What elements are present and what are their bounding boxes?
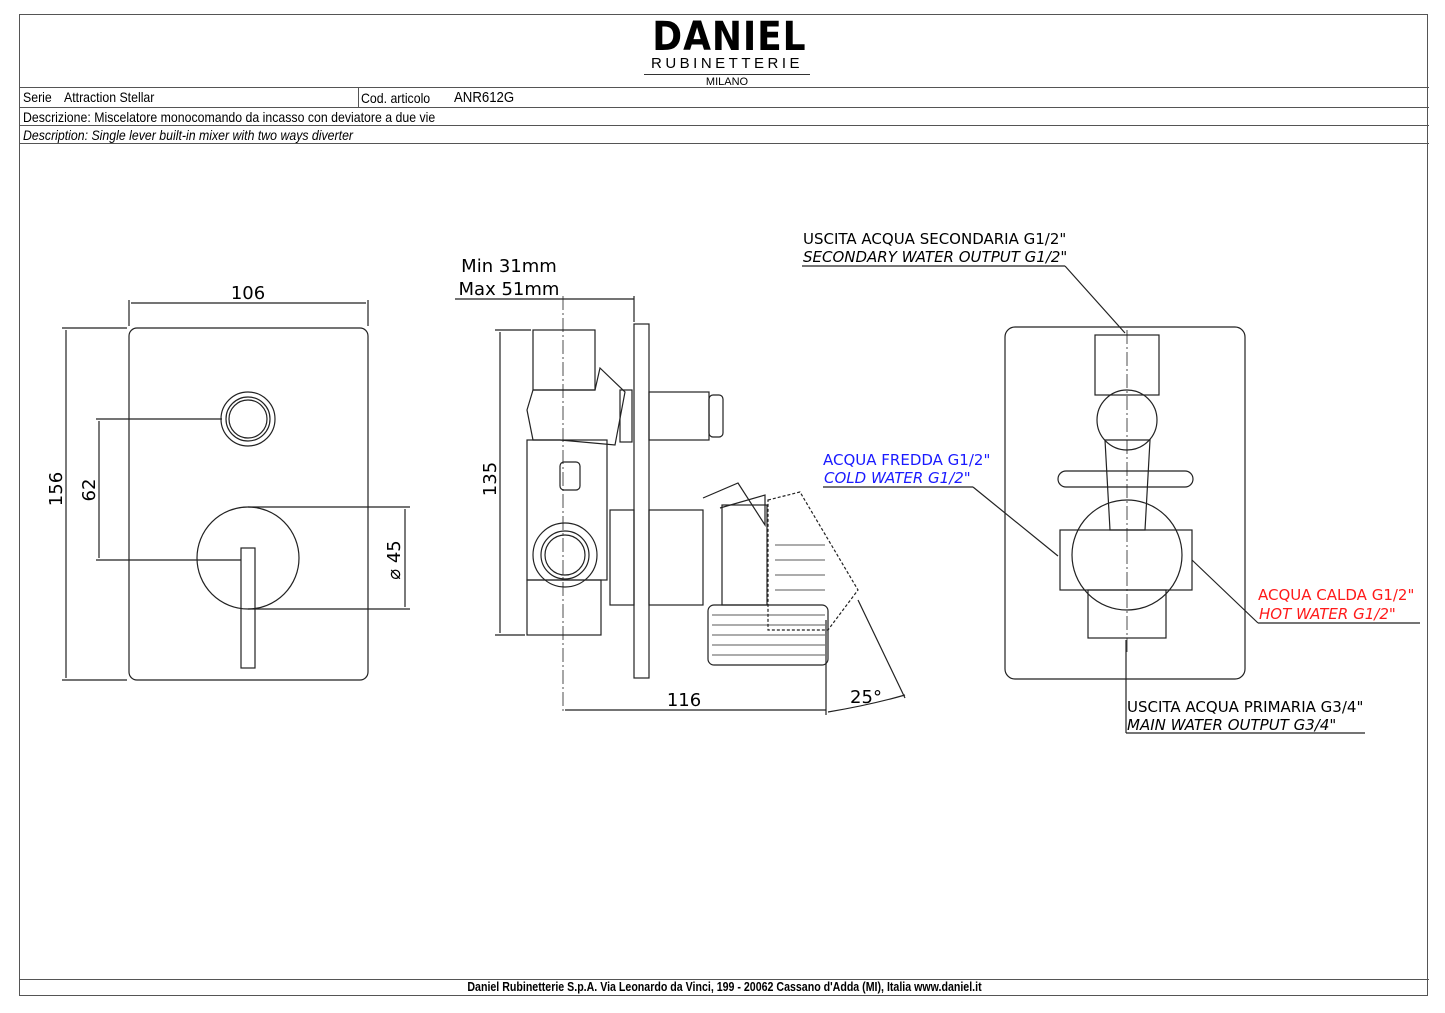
cold-water-en: COLD WATER G1/2" (824, 469, 971, 487)
dim-angle: 25° (850, 687, 882, 708)
cover-plate (128, 327, 369, 681)
divider (19, 143, 1429, 144)
main-output-en: MAIN WATER OUTPUT G3/4" (1127, 716, 1336, 734)
front-view: 106 156 62 ⌀ 45 (46, 283, 410, 681)
footer-text: Daniel Rubinetterie S.p.A. Via Leonardo … (466, 980, 982, 994)
dim-offset: 62 (79, 479, 100, 502)
secondary-output-en: SECONDARY WATER OUTPUT G1/2" (803, 248, 1067, 266)
serie-label: Serie (23, 89, 52, 105)
brand-logo: DANIEL RUBINETTERIE MILANO (644, 14, 810, 89)
dim-width: 106 (231, 283, 265, 304)
depth-min: Min 31mm (461, 256, 557, 277)
logo-brand: DANIEL (652, 14, 807, 60)
divider (19, 125, 1429, 126)
serie-value: Attraction Stellar (64, 89, 155, 105)
logo-sub: RUBINETTERIE (644, 56, 810, 75)
dim-side-height: 135 (480, 462, 501, 496)
cold-water-it: ACQUA FREDDA G1/2" (823, 451, 990, 469)
divider (19, 87, 1429, 88)
dim-length: 116 (667, 690, 701, 711)
descrizione: Descrizione: Miscelatore monocomando da … (23, 109, 436, 125)
rear-view: USCITA ACQUA SECONDARIA G1/2" SECONDARY … (802, 230, 1420, 734)
code-label: Cod. articolo (361, 90, 431, 106)
side-view: Min 31mm Max 51mm 135 116 25° (455, 256, 906, 715)
divider (358, 87, 359, 107)
code-value: ANR612G (454, 89, 515, 106)
secondary-output-it: USCITA ACQUA SECONDARIA G1/2" (803, 230, 1066, 248)
divider (19, 979, 1429, 980)
description: Description: Single lever built-in mixer… (23, 127, 354, 143)
lever (240, 547, 256, 669)
footer: Daniel Rubinetterie S.p.A. Via Leonardo … (19, 980, 1429, 994)
dim-diameter: ⌀ 45 (384, 540, 405, 579)
hot-water-it: ACQUA CALDA G1/2" (1258, 586, 1414, 604)
main-output-it: USCITA ACQUA PRIMARIA G3/4" (1127, 698, 1363, 716)
divider (19, 107, 1429, 108)
dim-height: 156 (46, 472, 67, 506)
drawing-frame (19, 14, 1428, 996)
hot-water-en: HOT WATER G1/2" (1259, 605, 1396, 623)
side-plate (633, 323, 650, 679)
logo-city: MILANO (705, 76, 749, 88)
depth-max: Max 51mm (459, 279, 560, 300)
